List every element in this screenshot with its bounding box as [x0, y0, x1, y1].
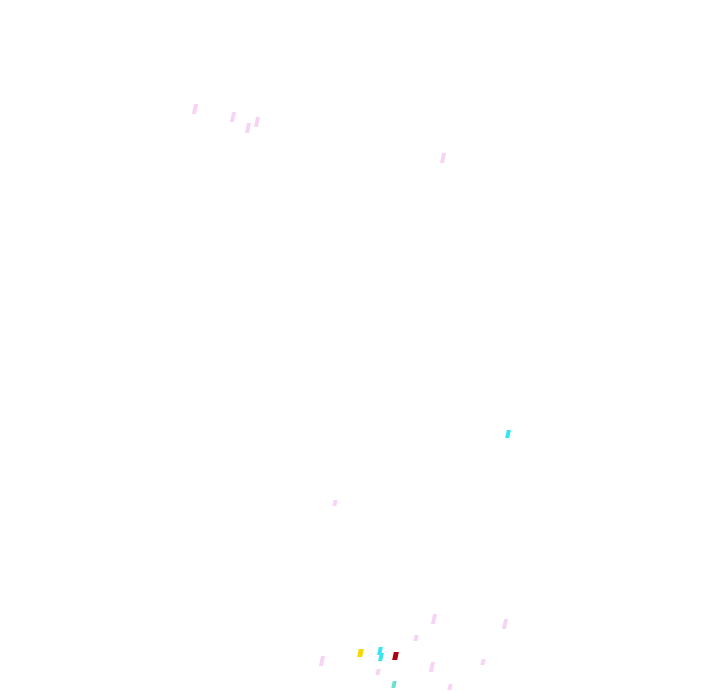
noise-speck [318, 656, 326, 666]
noise-speck [253, 117, 261, 127]
noise-speck [428, 662, 436, 672]
noise-speck [375, 669, 381, 675]
noise-speck [447, 684, 453, 690]
noise-speck [244, 123, 252, 133]
noise-speck [332, 500, 338, 506]
noise-speck [357, 649, 364, 657]
noise-speck [378, 653, 384, 661]
noise-speck [480, 659, 486, 665]
noise-speck [391, 681, 397, 688]
noise-speck [229, 112, 237, 122]
noise-speck [501, 619, 509, 629]
noise-speck [191, 104, 199, 114]
noise-speck [430, 614, 438, 624]
noise-speck [505, 430, 511, 438]
noise-speck [439, 153, 447, 163]
noise-speck [413, 635, 419, 641]
noise-speck [392, 652, 399, 660]
